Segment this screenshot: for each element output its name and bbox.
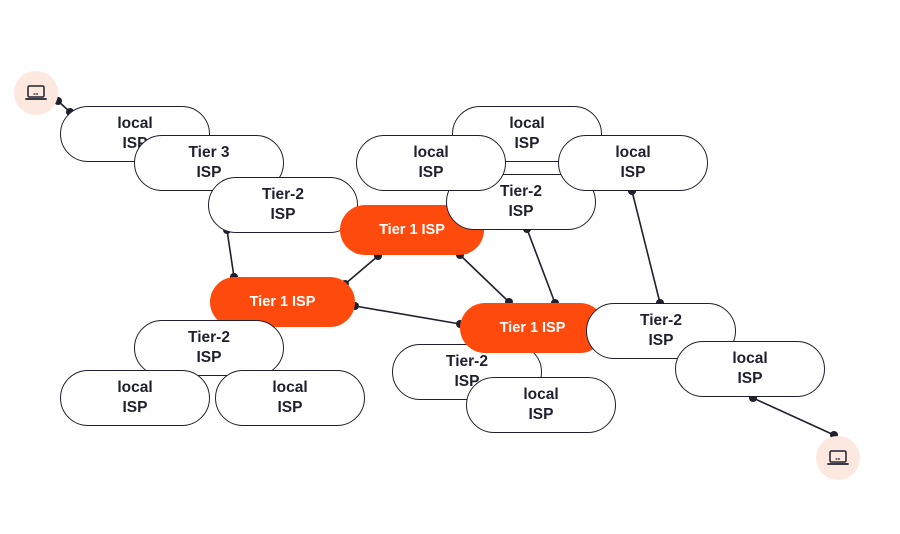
node-label: Tier-2 ISP — [262, 186, 304, 223]
node-label: local ISP — [615, 144, 651, 181]
laptop-icon — [25, 85, 47, 100]
node-label: Tier 3 ISP — [188, 144, 230, 181]
node-label: local ISP — [272, 379, 308, 416]
connector-line — [459, 254, 510, 303]
node-local-isp-g: local ISP — [466, 377, 616, 433]
node-local-isp-d: local ISP — [558, 135, 708, 191]
node-local-isp-b: local ISP — [452, 106, 602, 162]
node-tier1-isp-right: Tier 1 ISP — [460, 303, 605, 353]
node-tier1-isp-left: Tier 1 ISP — [210, 277, 355, 327]
node-label: Tier-2 ISP — [500, 183, 542, 220]
node-label: local ISP — [117, 379, 153, 416]
connector-line — [226, 229, 235, 278]
node-label: local ISP — [732, 350, 768, 387]
node-local-isp-e: local ISP — [60, 370, 210, 426]
node-label: local ISP — [509, 115, 545, 152]
node-local-isp-f: local ISP — [215, 370, 365, 426]
node-label: Tier 1 ISP — [379, 222, 445, 238]
laptop-icon — [827, 450, 849, 465]
node-tier1-isp-top: Tier 1 ISP — [340, 205, 484, 255]
connector-line — [631, 190, 661, 304]
laptop-endpoint-start — [14, 71, 58, 115]
connector-line — [526, 228, 556, 304]
node-local-isp-c: local ISP — [356, 135, 506, 191]
node-label: local ISP — [523, 386, 559, 423]
node-tier2-isp-c: Tier-2 ISP — [134, 320, 284, 376]
laptop-endpoint-end — [816, 436, 860, 480]
node-label: Tier 1 ISP — [499, 320, 566, 336]
connector-line — [354, 305, 461, 325]
connector-line — [344, 255, 379, 285]
node-label: Tier 1 ISP — [249, 294, 316, 310]
node-label: Tier-2 ISP — [640, 312, 682, 349]
node-local-isp-h: local ISP — [675, 341, 825, 397]
node-label: local ISP — [413, 144, 449, 181]
connector-line — [752, 397, 835, 436]
node-label: Tier-2 ISP — [188, 329, 230, 366]
node-tier2-isp-a: Tier-2 ISP — [208, 177, 358, 233]
